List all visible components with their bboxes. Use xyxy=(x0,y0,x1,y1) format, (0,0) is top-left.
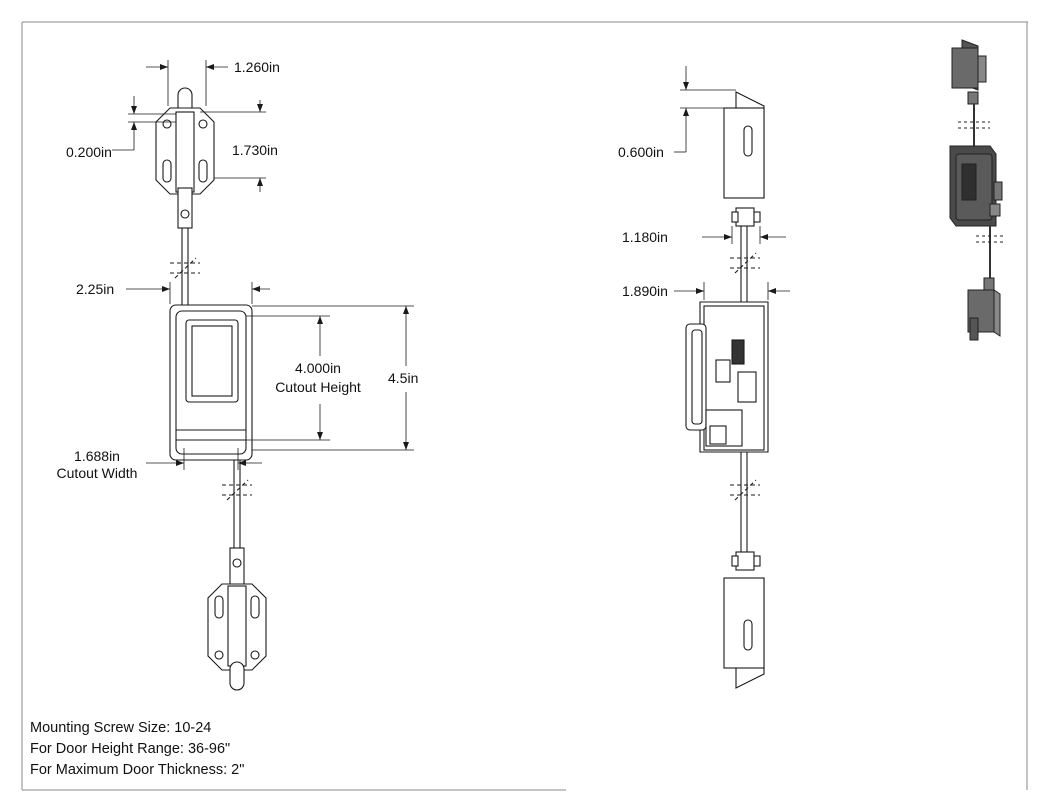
front-rod-bottom xyxy=(233,460,241,552)
side-break-marks xyxy=(730,252,760,501)
isometric-view xyxy=(949,39,1006,341)
dim-side-top-gap: 0.600in xyxy=(618,144,664,160)
spec-notes: Mounting Screw Size: 10-24 For Door Heig… xyxy=(30,718,244,781)
front-handle-housing xyxy=(169,304,253,461)
side-top-latch xyxy=(723,91,765,227)
dim-front-width: 2.25in xyxy=(76,281,114,297)
note-door-height: For Door Height Range: 36-96" xyxy=(30,741,231,757)
top-bracket xyxy=(155,87,215,229)
dim-top-offset: 0.200in xyxy=(66,144,112,160)
dim-cutout-height-value: 4.000in xyxy=(295,360,341,376)
dim-side-body-depth: 1.890in xyxy=(622,283,668,299)
bottom-bracket xyxy=(207,547,267,691)
note-screw-size: Mounting Screw Size: 10-24 xyxy=(30,720,212,736)
front-dimension-arrows xyxy=(131,64,409,466)
side-bottom-latch xyxy=(723,551,765,689)
front-break-top xyxy=(170,257,200,279)
dim-overall-height: 4.5in xyxy=(388,370,418,386)
front-view xyxy=(155,87,267,691)
front-break-bottom xyxy=(222,479,252,501)
sheet-frame xyxy=(21,21,1028,791)
side-view xyxy=(685,91,769,689)
dim-cutout-width-label: Cutout Width xyxy=(57,465,138,481)
dim-top-bracket-width: 1.260in xyxy=(234,59,280,75)
side-dimension-arrows xyxy=(683,82,776,294)
dim-cutout-height-label: Cutout Height xyxy=(275,379,361,395)
iso-top-latch xyxy=(951,39,987,105)
dim-side-rod-guide: 1.180in xyxy=(622,229,668,245)
iso-handle-housing xyxy=(949,145,1003,227)
note-door-thickness: For Maximum Door Thickness: 2" xyxy=(30,762,245,778)
side-rod xyxy=(740,226,748,552)
iso-bottom-latch xyxy=(967,277,1001,341)
dim-cutout-width-value: 1.688in xyxy=(74,448,120,464)
dim-top-bracket-height: 1.730in xyxy=(232,142,278,158)
side-handle-housing xyxy=(685,301,769,453)
front-rod-top xyxy=(181,225,189,305)
